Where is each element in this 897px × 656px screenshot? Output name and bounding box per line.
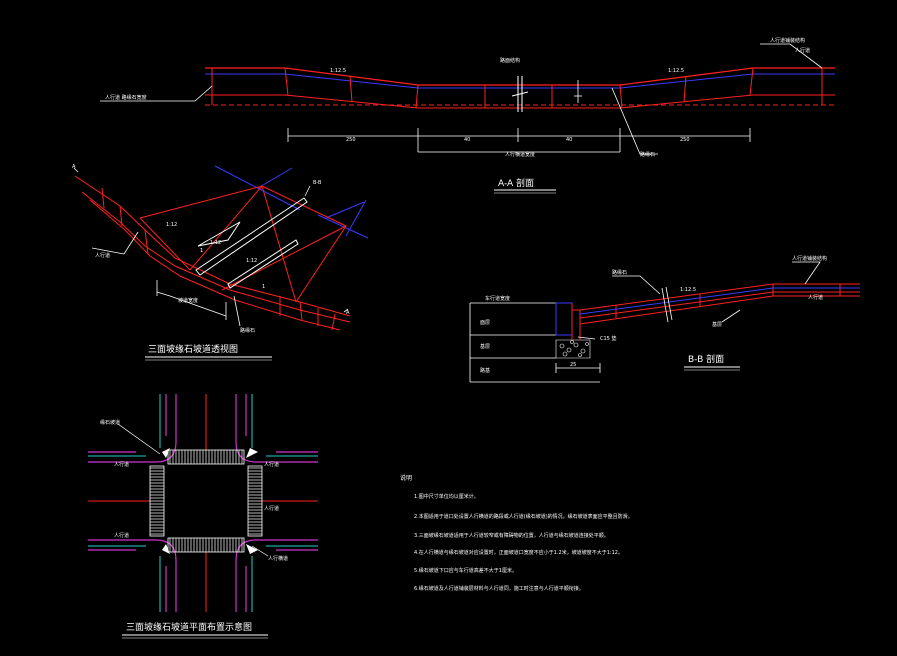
aa-dim-2: 40 bbox=[464, 137, 470, 143]
plan-center-lines bbox=[88, 394, 318, 612]
plan-label-walk2: 人行道 bbox=[264, 461, 279, 468]
perspective-view: A A B-B 1:12 1:12 1:12 1 1 人行道 坡道宽度 路缘石 … bbox=[72, 164, 369, 361]
aa-title: A-A 剖面 bbox=[498, 177, 534, 189]
aa-label-top-center: 路面结构 bbox=[500, 57, 520, 64]
aa-dim-3: 40 bbox=[566, 137, 572, 143]
plan-magenta-curbs bbox=[88, 394, 318, 612]
aa-slope-right: 1:12.5 bbox=[668, 68, 684, 74]
bb-title: B-B 剖面 bbox=[688, 353, 724, 365]
aa-slope-left: 1:12.5 bbox=[330, 68, 346, 74]
plan-crosswalk-stripes bbox=[150, 450, 262, 552]
persp-label-a-right: A bbox=[346, 310, 350, 316]
persp-label-1b: 1 bbox=[262, 284, 265, 290]
notes: 说明 1.图中尺寸单位均以厘米计。 2.本图适用于道口处设置人行横道的路段或人行… bbox=[400, 474, 633, 592]
persp-white-strip bbox=[195, 197, 308, 289]
bb-curb bbox=[555, 302, 573, 336]
plan-crosswalks bbox=[149, 449, 263, 553]
bb-label-right-sub: 人行道 bbox=[808, 294, 823, 301]
bb-surface bbox=[571, 283, 860, 340]
bb-leaders bbox=[555, 261, 821, 373]
bb-dim: 25 bbox=[570, 362, 576, 368]
bb-label-c15: C15 垫 bbox=[600, 335, 616, 342]
plan-title: 三面坡缘石坡道平面布置示意图 bbox=[126, 621, 252, 633]
bb-row-4: 路基 bbox=[480, 367, 490, 374]
section-bb: 路缘石 人行道铺装结构 人行道 1:12.5 基层 车行道宽度 面层 基层 路基… bbox=[469, 255, 860, 383]
note-4: 4.在人行横道与缘石坡道对应设置时，正面坡道口宽度不应小于1.2米，坡道坡度不大… bbox=[414, 549, 623, 556]
note-6: 6.缘石坡道及人行道铺装层材料与人行道同，施工时注意与人行道平顺衔接。 bbox=[414, 585, 584, 592]
aa-break-mark bbox=[511, 76, 529, 112]
persp-slope-top: 1:12 bbox=[166, 222, 177, 228]
aa-dim-4: 250 bbox=[680, 137, 690, 143]
plan-cyan-lines bbox=[88, 394, 318, 612]
persp-label-1a: 1 bbox=[200, 248, 203, 254]
persp-slope-low: 1:12 bbox=[246, 258, 257, 264]
persp-dims bbox=[73, 167, 349, 327]
plan-label-ramp: 缘石坡道 bbox=[100, 419, 120, 426]
plan-label-walk4: 人行道 bbox=[264, 505, 279, 512]
persp-label-sidewalk: 人行道 bbox=[95, 252, 110, 259]
plan-view: 缘石坡道 人行道 人行道 人行道 人行道 人行横道 三面坡缘石坡道平面布置示意图 bbox=[88, 394, 318, 639]
persp-title: 三面坡缘石坡道透视图 bbox=[148, 343, 238, 355]
bb-row-1: 车行道宽度 bbox=[485, 295, 510, 302]
plan-label-walk: 人行道 bbox=[114, 461, 129, 468]
notes-heading: 说明 bbox=[400, 474, 412, 482]
note-1: 1.图中尺寸单位均以厘米计。 bbox=[414, 493, 479, 500]
persp-red-lines bbox=[74, 175, 351, 331]
plan-label-crossing: 人行横道 bbox=[268, 555, 288, 562]
plan-ramp-markers bbox=[162, 448, 258, 554]
aa-surface-line bbox=[205, 67, 835, 86]
plan-leaders bbox=[117, 423, 269, 557]
bb-base-line bbox=[579, 287, 860, 315]
note-5: 5.缘石坡道下口应与车行道高差不大于1厘米。 bbox=[414, 567, 517, 574]
bb-break bbox=[661, 286, 673, 323]
aa-bottom-line bbox=[205, 94, 835, 109]
aa-dim-1: 250 bbox=[346, 137, 356, 143]
bb-left-table bbox=[469, 302, 600, 383]
note-2: 2.本图适用于道口处设置人行横道的路段或人行道(缘石坡道)的情况，缘石坡道表面应… bbox=[414, 513, 633, 520]
aa-label-bottom: 人行横道宽度 bbox=[505, 151, 535, 158]
persp-label-a-left: A bbox=[72, 164, 76, 170]
section-aa: 人行道 路缘石宽度 路面结构 人行道铺装结构 人行道 1:12.5 1:12.5… bbox=[100, 37, 835, 194]
bb-label-base: 基层 bbox=[712, 321, 722, 328]
aa-dimension-lines bbox=[287, 80, 751, 153]
persp-slope-mid: 1:12 bbox=[210, 240, 221, 246]
bb-slope: 1:12.5 bbox=[680, 287, 696, 293]
persp-label-ramp: 坡道宽度 bbox=[178, 297, 198, 304]
aa-label-curb: 路缘石 bbox=[640, 151, 655, 158]
plan-label-walk3: 人行道 bbox=[114, 532, 129, 539]
note-3: 3.三面坡缘石坡道适用于人行道较窄或有障碍物的位置，人行道与缘石坡道连接处平顺。 bbox=[414, 532, 609, 539]
aa-base-line bbox=[205, 73, 835, 89]
bb-gravel bbox=[555, 339, 591, 359]
persp-label-curb: 路缘石 bbox=[240, 327, 255, 334]
bb-row-2: 面层 bbox=[480, 320, 490, 326]
bb-label-curb-top: 路缘石 bbox=[612, 269, 627, 276]
aa-label-right-top: 人行道铺装结构 bbox=[770, 37, 805, 44]
aa-leaders bbox=[100, 43, 823, 155]
bb-label-pavement: 人行道铺装结构 bbox=[792, 255, 827, 262]
bb-row-3: 基层 bbox=[480, 343, 490, 350]
persp-blue-lines bbox=[214, 165, 369, 239]
aa-joints bbox=[211, 67, 823, 109]
persp-label-b: B-B bbox=[313, 180, 322, 186]
aa-label-right-sub: 人行道 bbox=[795, 47, 810, 54]
aa-label-left: 人行道 路缘石宽度 bbox=[105, 94, 147, 101]
